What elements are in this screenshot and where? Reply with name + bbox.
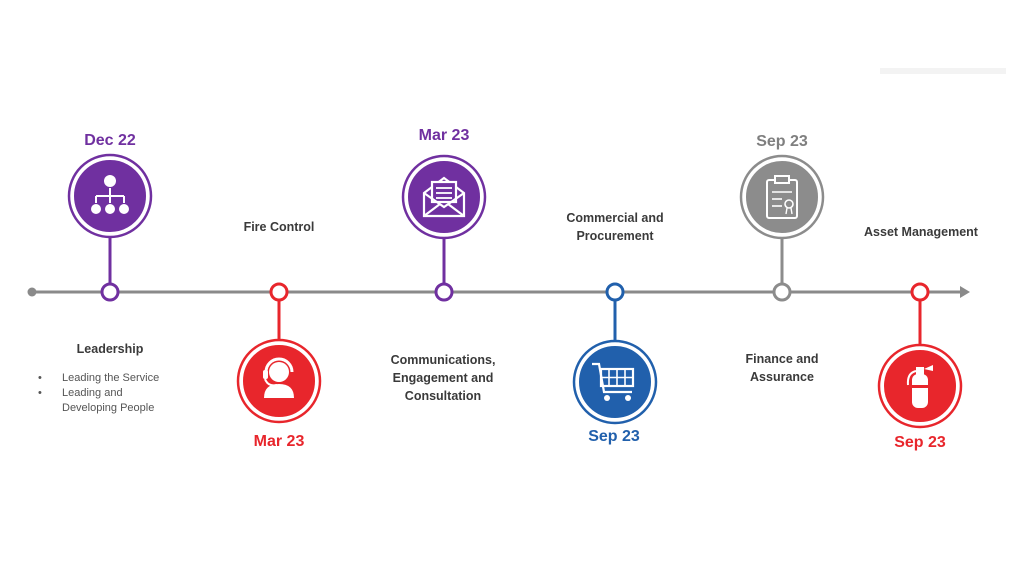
milestone-title-fire-control: Fire Control [243, 220, 315, 234]
bullet-item: Leading the Service [36, 371, 172, 386]
milestone-date-asset-management: Sep 23 [894, 434, 946, 451]
timeline-node [910, 282, 930, 302]
milestone-title-asset-management: Asset Management [864, 225, 978, 239]
milestone-fire-control [236, 282, 322, 424]
milestone-commercial [572, 282, 658, 425]
milestone-title-finance: Finance and Assurance [745, 352, 819, 384]
top-right-strip [880, 68, 1006, 74]
timeline-node [269, 282, 289, 302]
timeline-node [100, 282, 120, 302]
milestone-badge [575, 342, 655, 422]
milestone-date-communications: Mar 23 [418, 127, 470, 144]
headset-operator-icon [263, 357, 294, 398]
milestone-asset-management [877, 282, 963, 429]
bullet-text: Leading and Developing People [62, 387, 155, 414]
milestone-date-finance: Sep 23 [756, 133, 808, 150]
milestone-title-commercial: Commercial and Procurement [566, 211, 664, 243]
milestone-communications [401, 154, 487, 302]
milestone-leadership [67, 153, 153, 302]
timeline-node [772, 282, 792, 302]
milestone-date-fire-control: Mar 23 [253, 433, 305, 450]
timeline-start-dot [27, 287, 37, 297]
fire-extinguisher-icon [906, 365, 933, 408]
timeline-node [434, 282, 454, 302]
bullet-item: Leading and Developing People [36, 386, 172, 416]
clipboard-certificate-icon [766, 175, 798, 219]
timeline-node [605, 282, 625, 302]
shopping-cart-icon [592, 362, 635, 401]
milestone-date-commercial: Sep 23 [588, 428, 640, 445]
envelope-icon [422, 176, 466, 218]
milestone-finance [739, 154, 825, 302]
milestone-title-communications: Communications, Engagement and Consultat… [390, 353, 496, 403]
org-chart-icon [91, 175, 129, 214]
milestone-date-leadership: Dec 22 [84, 132, 136, 149]
milestone-title-leadership: Leadership [76, 342, 144, 356]
leadership-bullet-list: Leading the Service Leading and Developi… [36, 371, 172, 416]
milestone-badge [742, 157, 822, 237]
bullet-text: Leading the Service [62, 372, 160, 384]
timeline-arrowhead [960, 286, 970, 298]
